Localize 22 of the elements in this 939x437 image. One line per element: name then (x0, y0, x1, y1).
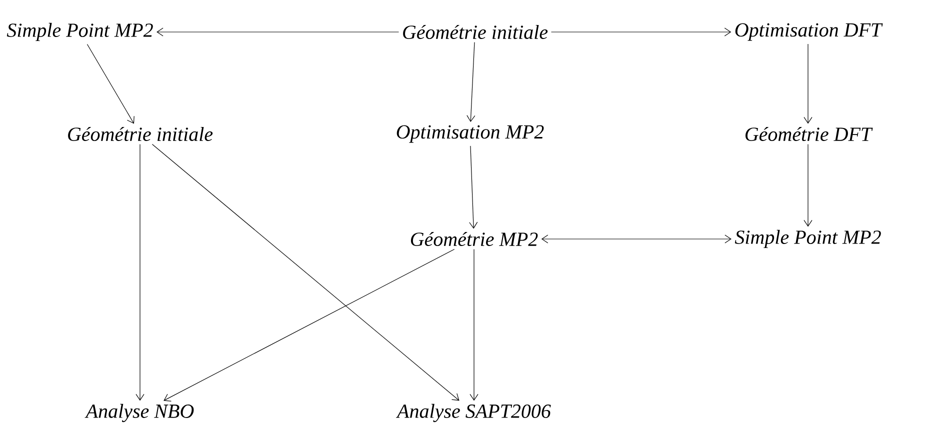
step-label: Analyse SAPT2006 (396, 404, 551, 422)
arrow (541, 234, 732, 244)
step-label: Simple Point MP2 (6, 22, 153, 42)
arrow (86, 44, 134, 124)
arrow (156, 28, 400, 36)
step-label: Optimisation DFT (735, 23, 883, 41)
step-label: Géométrie MP2 (410, 232, 538, 246)
arrow (804, 44, 812, 124)
step-label: Analyse NBO (84, 404, 194, 422)
arrow (164, 248, 455, 402)
step-label: Géométrie initiale (68, 126, 213, 142)
arrow (469, 146, 478, 229)
step-label: Simple Point MP2 (734, 230, 881, 248)
arrow (466, 42, 476, 122)
arrow (550, 28, 732, 36)
step-label: Géométrie initiale (403, 24, 548, 40)
arrow (804, 144, 812, 227)
step-label: Optimisation MP2 (396, 125, 544, 143)
arrow (470, 248, 478, 401)
arrow (136, 144, 144, 401)
arrow (152, 144, 460, 401)
step-label: Géométrie DFT (746, 126, 873, 142)
